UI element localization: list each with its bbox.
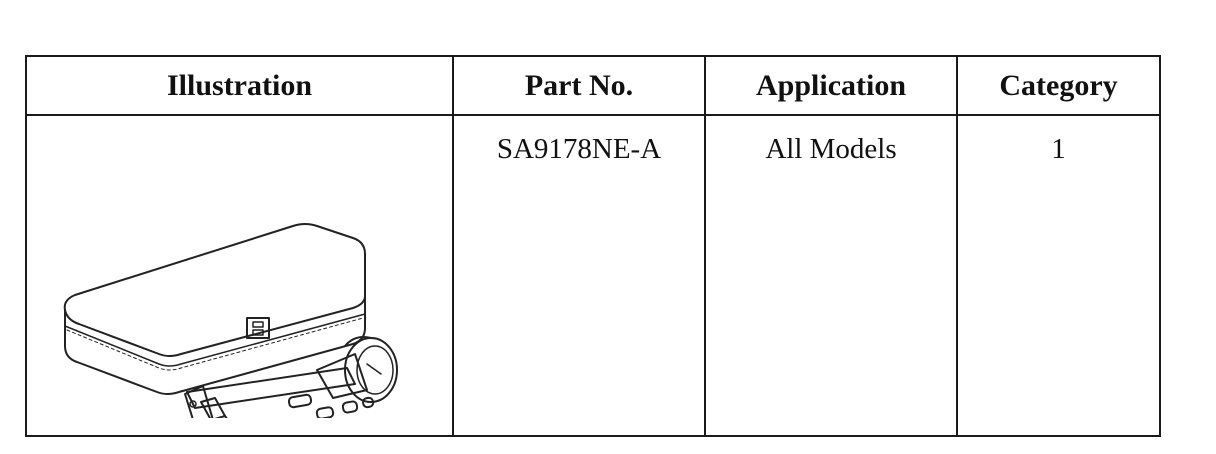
header-illustration: Illustration [25,55,454,116]
category-cell: 1 [956,114,1161,437]
parts-table: Illustration Part No. Application Catego… [25,55,1161,437]
part-no-cell: SA9178NE-A [452,114,706,437]
illustration-cell [25,114,454,437]
table-header-row: Illustration Part No. Application Catego… [25,55,1161,116]
table-row: SA9178NE-A All Models 1 [25,114,1161,437]
application-cell: All Models [704,114,958,437]
header-category: Category [956,55,1161,116]
category-value: 1 [1051,133,1066,165]
tool-kit-case-with-gauge-icon [63,223,398,418]
header-application: Application [704,55,958,116]
application-value: All Models [765,133,897,165]
header-part-no: Part No. [452,55,706,116]
part-no-value: SA9178NE-A [496,133,662,165]
